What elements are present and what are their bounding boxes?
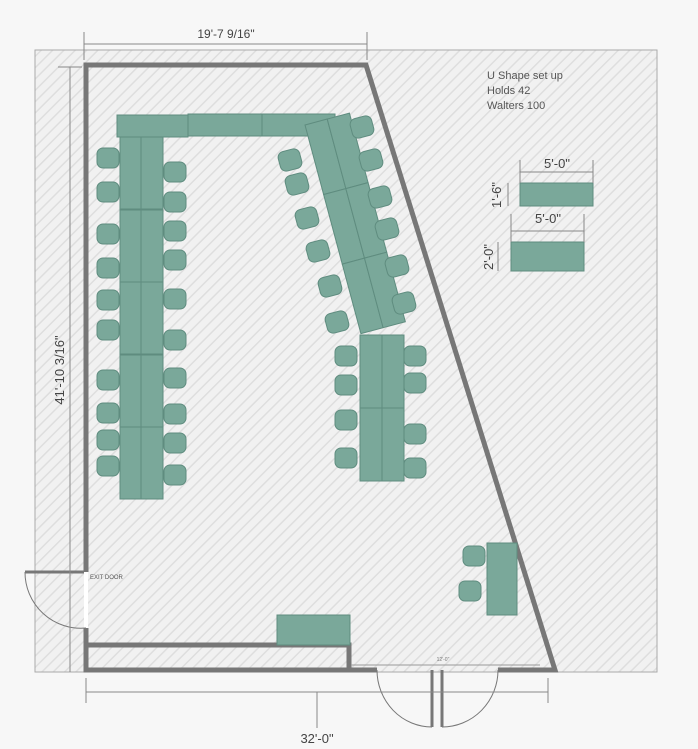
double-door[interactable]	[376, 669, 499, 728]
chair	[334, 447, 358, 469]
legend-table-large: 5'-0" 2'-0"	[481, 211, 585, 272]
table	[187, 113, 263, 137]
chair	[403, 457, 427, 479]
table	[119, 354, 142, 428]
chair	[96, 289, 120, 311]
legend-small-width: 5'-0"	[544, 156, 570, 171]
table	[359, 407, 383, 482]
legend-small-depth: 1'-6"	[489, 182, 504, 208]
chair	[391, 291, 417, 315]
chairs	[96, 115, 486, 602]
chair	[403, 345, 427, 367]
slanted-table-run	[304, 112, 406, 335]
chair	[384, 254, 410, 278]
chair	[96, 319, 120, 341]
table	[381, 334, 405, 409]
chair	[96, 181, 120, 203]
table	[140, 209, 164, 283]
chair	[163, 432, 187, 454]
table	[276, 614, 351, 646]
note-room: Walters 100	[487, 100, 545, 112]
chair	[305, 239, 331, 263]
table	[119, 136, 142, 210]
left-dimension-label: 41'-10 3/16"	[52, 335, 67, 405]
chair	[163, 464, 187, 486]
chair	[349, 115, 375, 139]
chair	[163, 161, 187, 183]
table	[119, 209, 142, 283]
bottom-dimension-label: 32'-0"	[300, 731, 334, 746]
chair	[96, 455, 120, 477]
door-opening-dimension: 12'-0"	[437, 657, 450, 663]
chair	[96, 147, 120, 169]
top-dimension-label: 19'-7 9/16"	[197, 27, 254, 41]
chair	[294, 206, 320, 230]
bottom-dimension: 32'-0"	[85, 678, 549, 746]
chair	[163, 220, 187, 242]
table	[140, 354, 164, 428]
table	[119, 281, 142, 355]
legend-table-small: 5'-0" 1'-6"	[489, 156, 594, 208]
legend-large-width: 5'-0"	[535, 211, 561, 226]
chair	[163, 288, 187, 310]
exit-door-label: EXIT DOOR	[90, 575, 124, 581]
chair	[324, 310, 350, 334]
chair	[284, 172, 310, 196]
chair	[403, 372, 427, 394]
note-capacity: Holds 42	[487, 85, 530, 97]
chair	[277, 148, 303, 172]
chair	[96, 257, 120, 279]
table	[140, 136, 164, 210]
chair	[96, 369, 120, 391]
walls	[25, 62, 559, 673]
table	[381, 407, 405, 482]
chair	[163, 191, 187, 213]
chair	[163, 367, 187, 389]
note-setup: U Shape set up	[487, 70, 563, 82]
chair	[163, 403, 187, 425]
legend-table-24in	[510, 241, 585, 272]
chair	[163, 329, 187, 351]
chair	[96, 402, 120, 424]
chair	[403, 423, 427, 445]
chair	[163, 249, 187, 271]
legend-large-depth: 2'-0"	[481, 244, 496, 270]
chair	[334, 409, 358, 431]
table	[140, 281, 164, 355]
setup-notes: U Shape set up Holds 42 Walters 100	[487, 70, 563, 112]
table	[359, 334, 383, 409]
chair	[317, 274, 343, 298]
left-dimension: 41'-10 3/16"	[52, 66, 82, 672]
chair	[334, 345, 358, 367]
table	[119, 426, 142, 500]
table	[486, 542, 518, 616]
table	[140, 426, 164, 500]
chair	[367, 185, 393, 209]
chair	[462, 545, 486, 567]
legend-table-18in	[519, 182, 594, 207]
chair	[458, 580, 482, 602]
chair	[96, 429, 120, 451]
table	[116, 114, 189, 138]
chair	[334, 374, 358, 396]
chair	[96, 223, 120, 245]
chair	[374, 217, 400, 241]
top-dimension: 19'-7 9/16"	[83, 27, 368, 60]
chair	[358, 148, 384, 172]
exit-door[interactable]	[24, 571, 87, 629]
